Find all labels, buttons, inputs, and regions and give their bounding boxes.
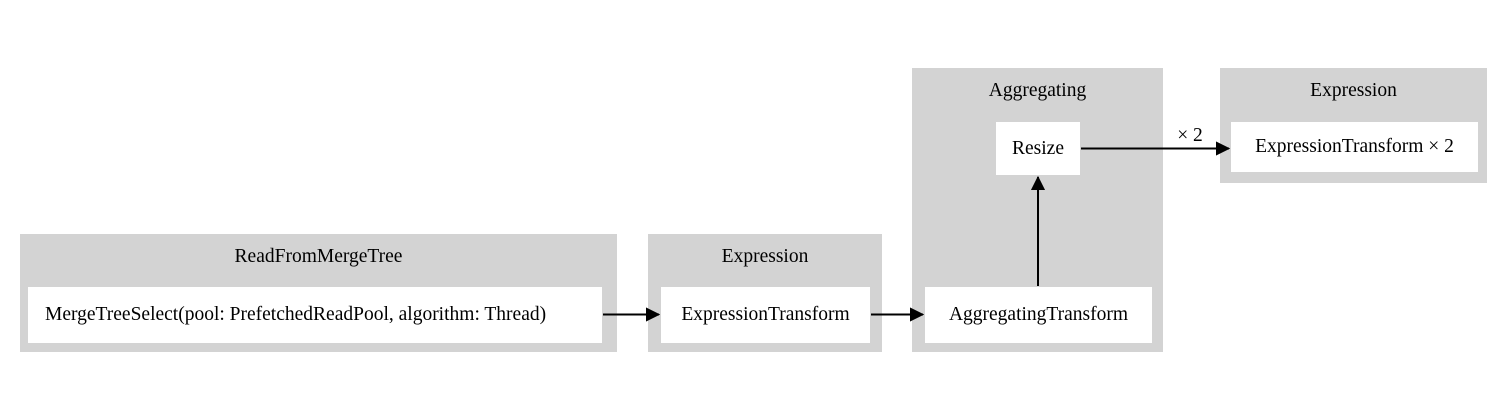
node-resize[interactable]: Resize bbox=[996, 122, 1080, 175]
node-expression-transform-x2-label: ExpressionTransform × 2 bbox=[1255, 136, 1454, 158]
cluster-expression-1-label: Expression bbox=[721, 246, 809, 267]
node-resize-label: Resize bbox=[1012, 137, 1064, 159]
cluster-aggregating-label: Aggregating bbox=[988, 80, 1087, 101]
node-aggregating-transform[interactable]: AggregatingTransform bbox=[925, 287, 1152, 343]
node-merge-tree-select-label: MergeTreeSelect(pool: PrefetchedReadPool… bbox=[45, 304, 547, 326]
node-merge-tree-select[interactable]: MergeTreeSelect(pool: PrefetchedReadPool… bbox=[28, 287, 602, 343]
node-expression-transform-label: ExpressionTransform bbox=[681, 304, 850, 326]
edge-resize-to-expressiontransform-x2-label: × 2 bbox=[1177, 125, 1203, 146]
node-aggregating-transform-label: AggregatingTransform bbox=[948, 304, 1129, 326]
node-expression-transform[interactable]: ExpressionTransform bbox=[661, 287, 870, 343]
node-expression-transform-x2[interactable]: ExpressionTransform × 2 bbox=[1231, 122, 1478, 172]
cluster-read-from-merge-tree-label: ReadFromMergeTree bbox=[234, 246, 403, 267]
cluster-expression-2-label: Expression bbox=[1310, 80, 1397, 101]
